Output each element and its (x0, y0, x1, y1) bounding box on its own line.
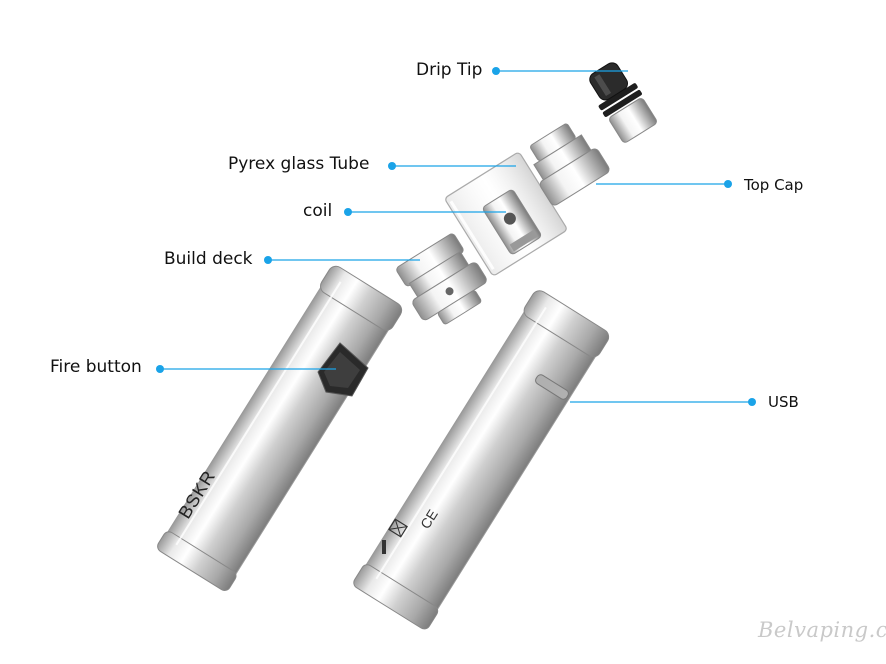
coil-head (482, 189, 542, 255)
leader-pyrex-glass-tube (388, 162, 516, 170)
leader-coil (344, 208, 506, 216)
leader-fire-button (156, 365, 336, 373)
battery-tube-right-body (361, 297, 604, 619)
label-pyrex-glass-tube: Pyrex glass Tube (228, 154, 370, 174)
label-usb: USB (768, 393, 799, 411)
leader-build-deck (264, 256, 420, 264)
label-build-deck: Build deck (164, 249, 253, 269)
battery-tube-left-bottom-ring (157, 531, 237, 591)
usb-port (535, 374, 569, 400)
battery-indicator-mark (382, 540, 386, 554)
battery-tube-left (157, 265, 403, 591)
bin-icon (388, 518, 408, 538)
drip-tip (589, 62, 657, 143)
battery-tube-right (353, 290, 610, 630)
label-fire-button: Fire button (50, 357, 142, 377)
leader-drip-tip (492, 67, 628, 75)
battery-tube-left-body (163, 272, 397, 584)
fire-button (317, 342, 369, 397)
label-top-cap: Top Cap (744, 176, 804, 194)
label-drip-tip: Drip Tip (416, 60, 483, 80)
label-coil: coil (303, 201, 333, 221)
watermark-text: Belvaping.com (758, 618, 886, 642)
top-cap (530, 123, 610, 206)
battery-tube-right-bottom-ring (353, 564, 439, 630)
leader-usb (570, 398, 756, 406)
build-deck (396, 233, 487, 325)
leader-top-cap (596, 180, 732, 188)
